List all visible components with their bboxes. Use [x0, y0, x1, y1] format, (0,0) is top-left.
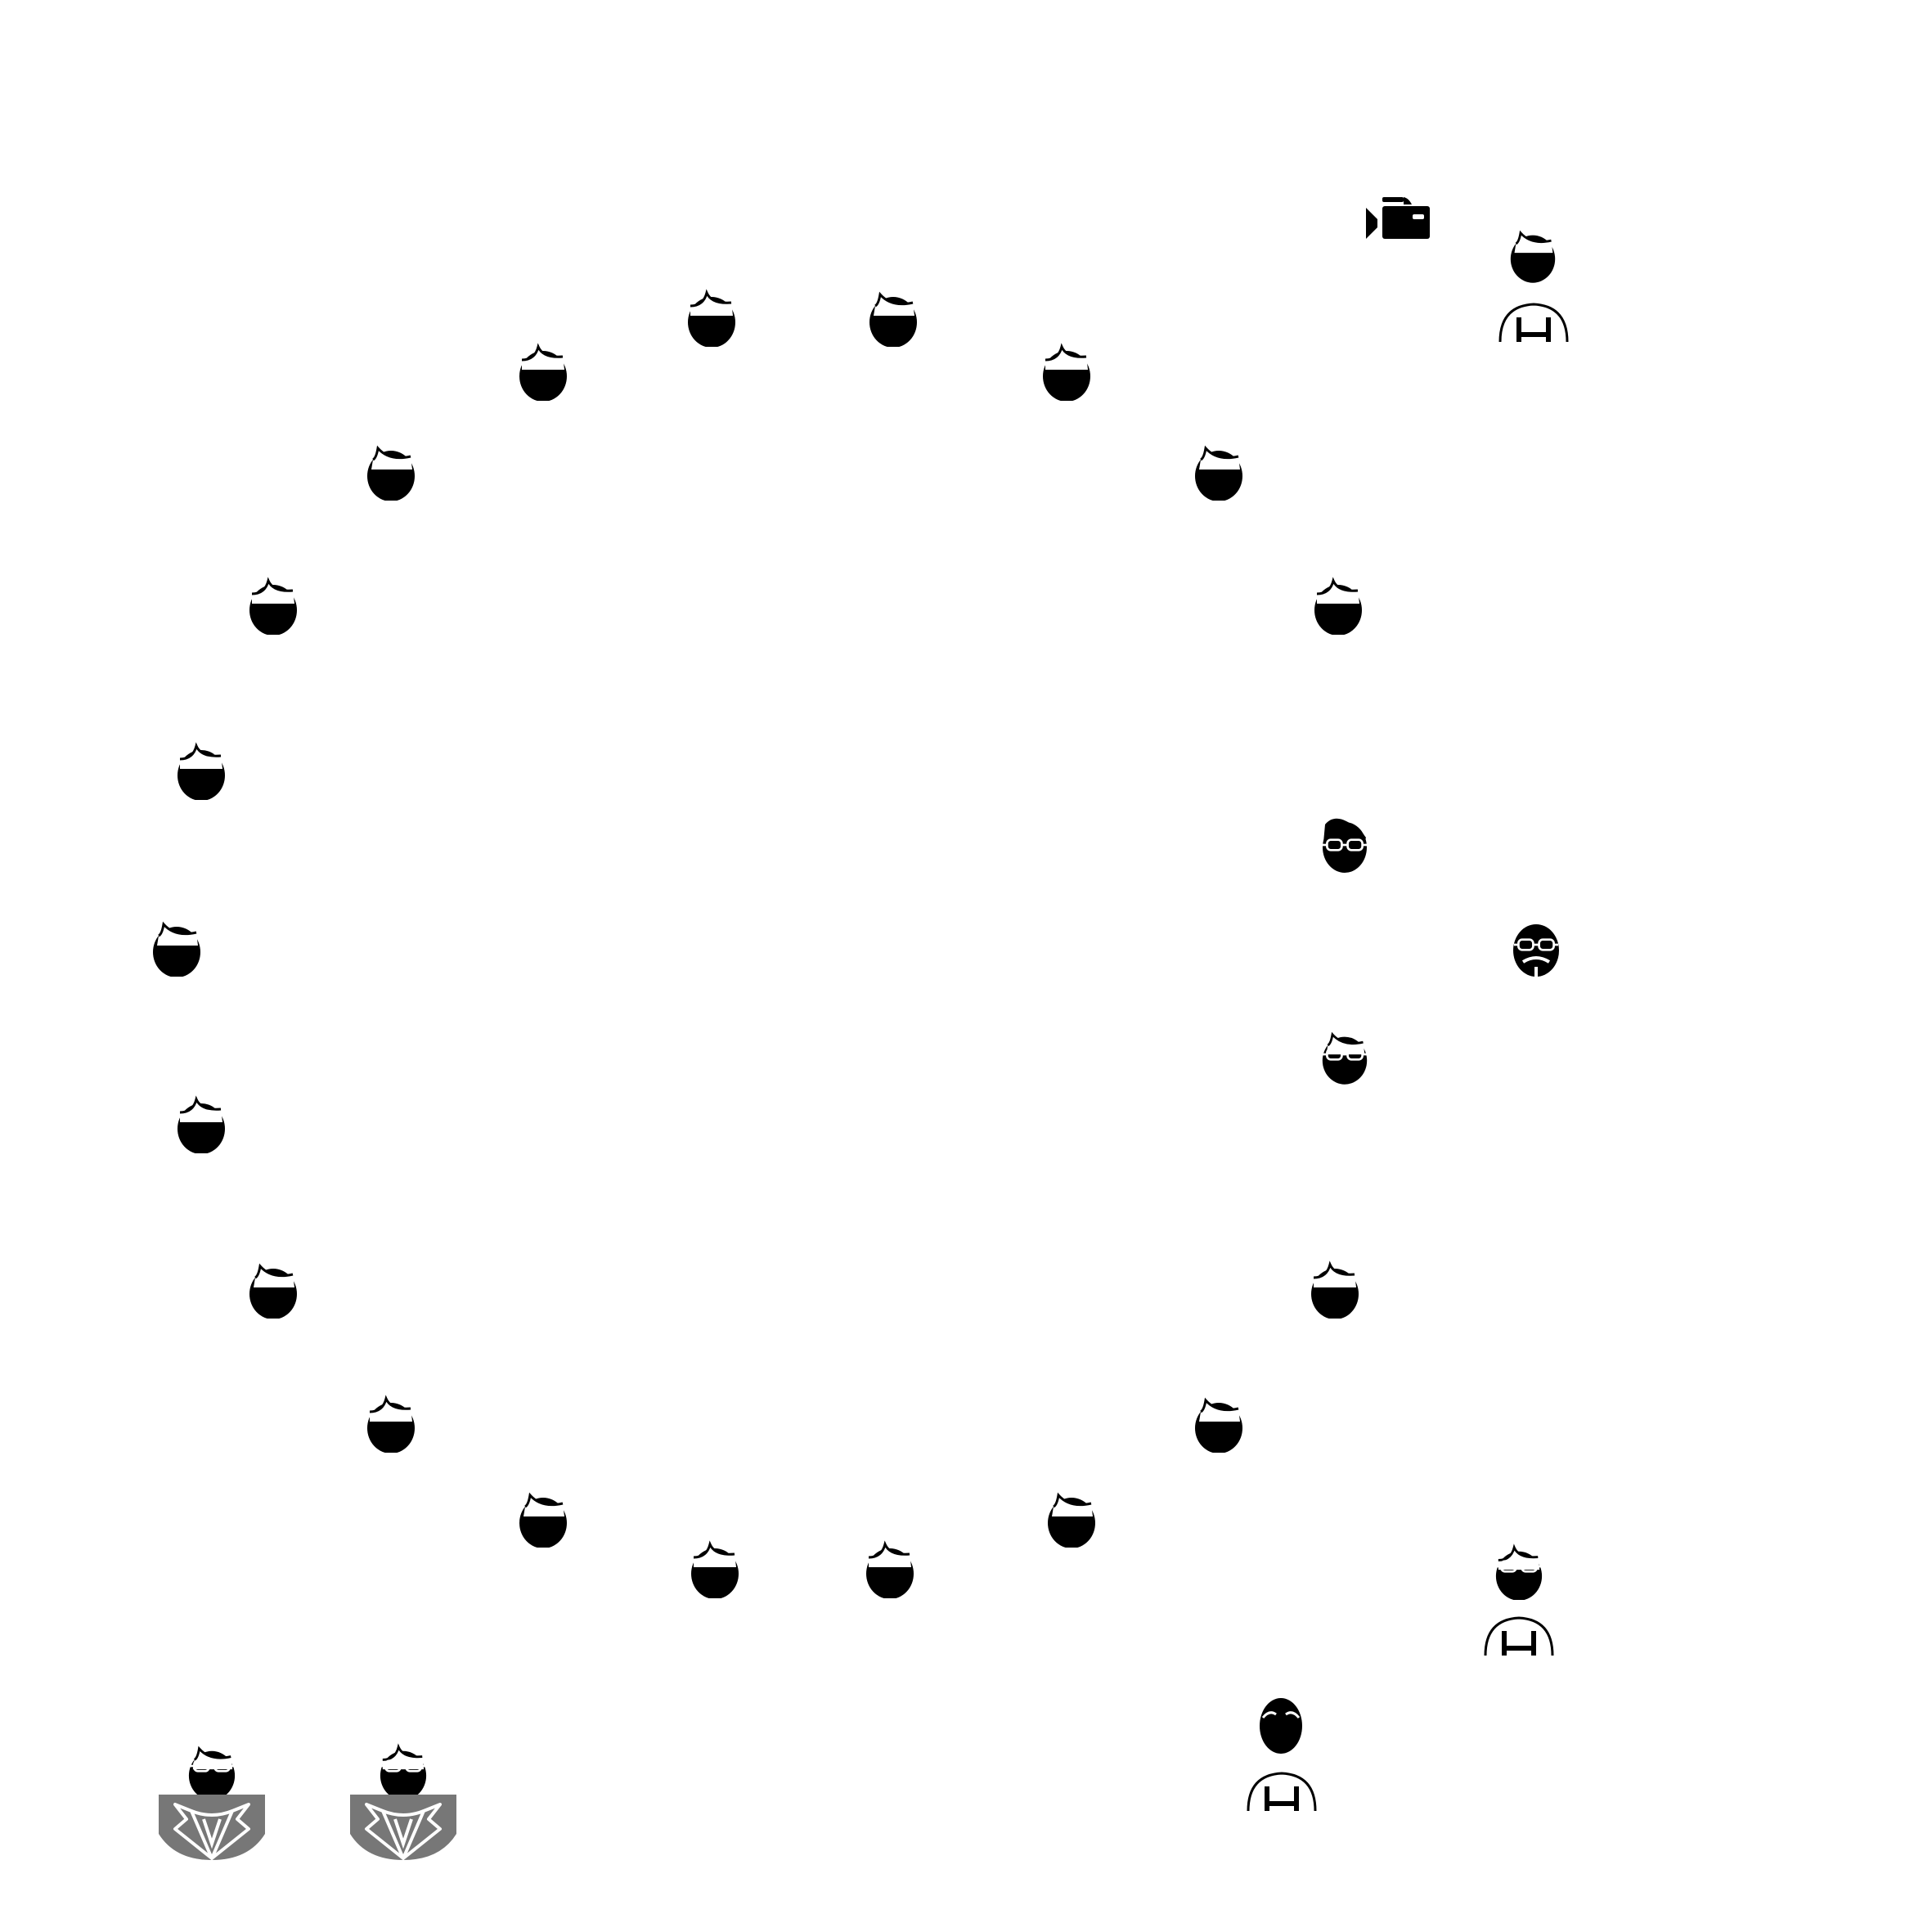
head-icon [366, 1395, 416, 1453]
head-icon [366, 447, 416, 501]
head-icon [865, 1541, 915, 1598]
glasses-person [1322, 818, 1368, 873]
suited-glasses-person [159, 1747, 265, 1860]
head-icon [151, 923, 202, 977]
head-icon [518, 344, 568, 401]
head-icon [1494, 1544, 1543, 1600]
head-icon [248, 577, 299, 635]
head-icon [690, 1541, 740, 1598]
suit-jacket-icon [159, 1795, 265, 1860]
suited-glasses-person [350, 1744, 456, 1860]
head-icon [1041, 344, 1092, 401]
head-icon [686, 290, 737, 347]
headset-glasses-person [1484, 1544, 1554, 1657]
video-camera-icon [1366, 197, 1430, 239]
headset-person [1498, 231, 1569, 344]
headset-person [1247, 1698, 1317, 1813]
headset-icon [1484, 1616, 1554, 1657]
head-icon [379, 1744, 428, 1799]
mustache-person [1512, 924, 1560, 977]
suit-jacket-icon [350, 1795, 456, 1860]
head-icon [176, 1096, 227, 1153]
head-icon [518, 1494, 568, 1548]
head-icon [868, 293, 919, 347]
head-icon [248, 1265, 299, 1319]
head-icon [1509, 231, 1557, 283]
head-icon [1193, 1399, 1244, 1453]
head-icon [1193, 447, 1244, 501]
head-icon [1046, 1494, 1097, 1548]
headset-icon [1498, 303, 1569, 344]
glasses-person [1321, 1033, 1368, 1085]
headset-icon [1247, 1772, 1317, 1813]
head-icon [187, 1747, 236, 1799]
head-icon [1310, 1261, 1360, 1319]
head-icon [176, 743, 227, 800]
attendee-ring [151, 290, 1364, 1598]
head-icon [1313, 577, 1364, 635]
mustache-icon [1521, 956, 1551, 964]
